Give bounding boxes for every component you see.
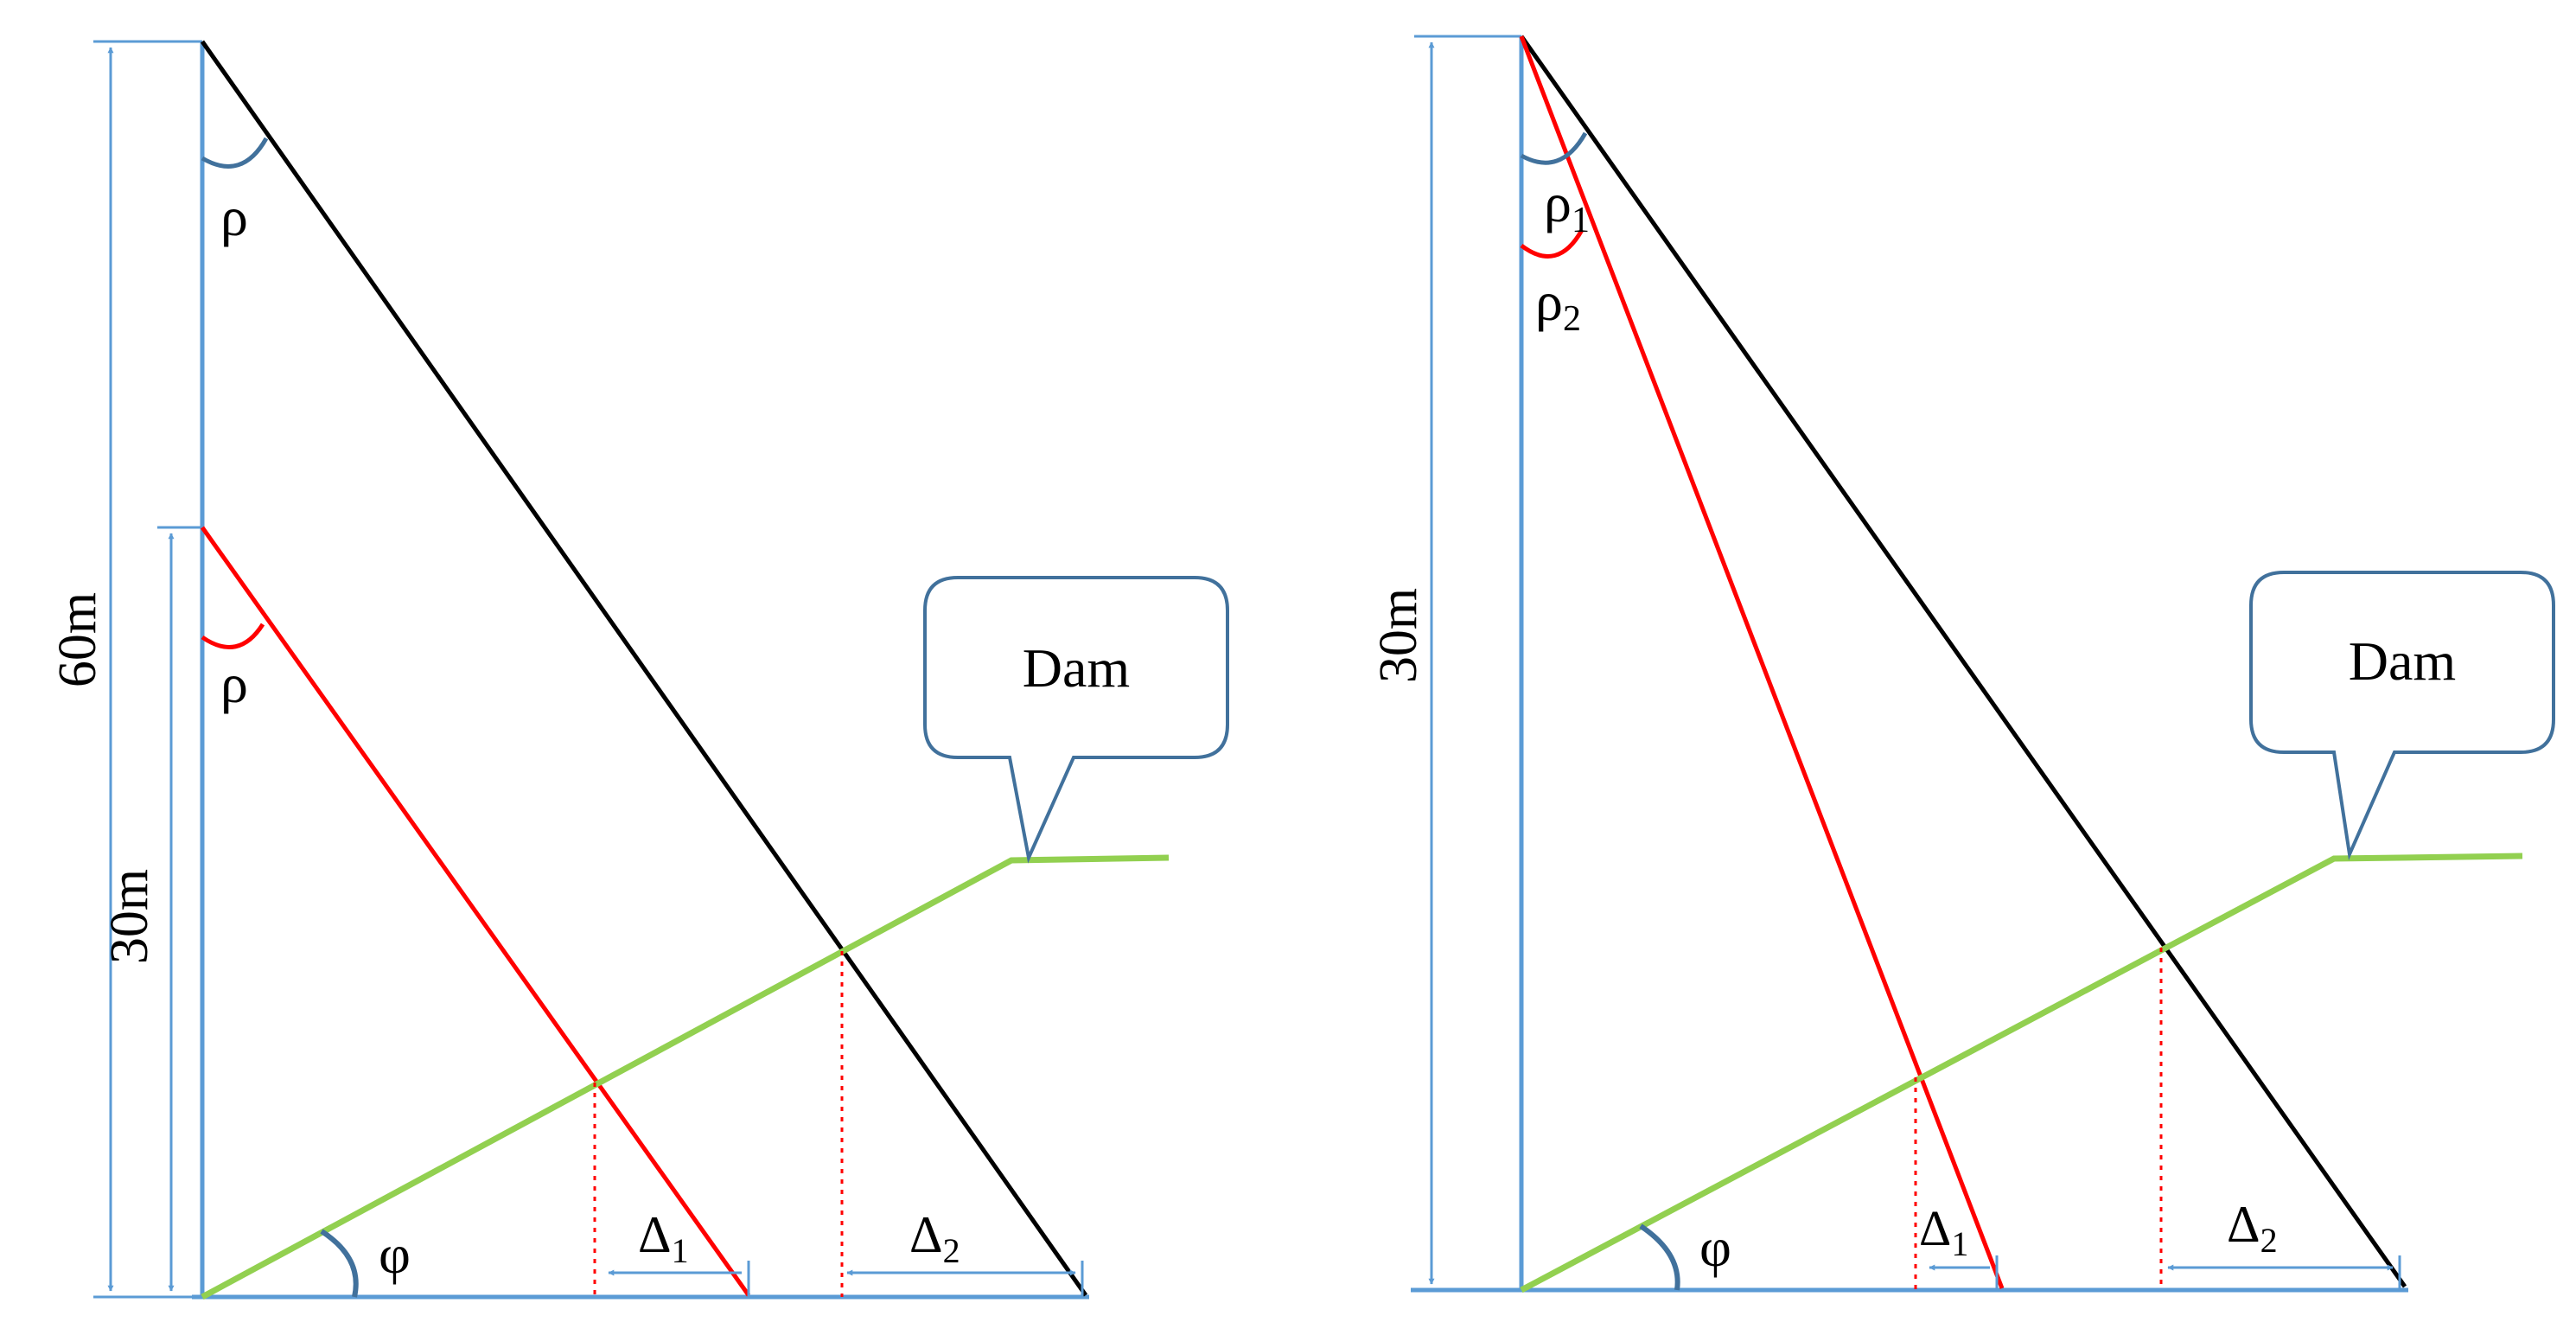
left-panel: 60m 30m ρ ρ φ Δ1 Δ2 Dam: [48, 40, 1229, 1300]
right-dam-callout: [2249, 571, 2555, 861]
left-phi-arc: [320, 1229, 359, 1298]
right-rho1-arc: [1520, 131, 1588, 165]
left-delta1-label: Δ1: [638, 1206, 689, 1270]
left-30m-label: 30m: [100, 869, 159, 964]
left-rho-arc-red: [201, 623, 265, 650]
left-dam-callout: [923, 576, 1229, 864]
right-rho1-label: ρ1: [1544, 172, 1590, 240]
left-rho-label-black: ρ: [220, 186, 248, 247]
right-rho2-label: ρ2: [1535, 271, 1581, 339]
left-red-ray: [200, 526, 751, 1297]
left-black-ray: [200, 40, 1088, 1297]
right-red-ray: [1519, 35, 2005, 1289]
right-rho2-arc: [1520, 228, 1584, 259]
left-delta2-label: Δ2: [909, 1206, 960, 1270]
right-phi-arc: [1639, 1223, 1680, 1291]
left-rho-arc-black: [201, 137, 269, 169]
right-delta2-label: Δ2: [2227, 1196, 2278, 1260]
right-30m-label: 30m: [1369, 588, 1428, 683]
right-dam-label: Dam: [2349, 630, 2456, 692]
left-60m-label: 60m: [48, 592, 107, 687]
left-slope-line: [201, 854, 1170, 1300]
right-black-ray: [1519, 35, 2407, 1288]
right-panel: 30m ρ1 ρ2 φ Δ1 Δ2 Dam: [1369, 35, 2555, 1293]
right-delta1-label: Δ1: [1919, 1200, 1968, 1263]
left-phi-label: φ: [379, 1223, 411, 1285]
right-slope-line: [1520, 853, 2523, 1293]
left-rho-label-red: ρ: [220, 653, 248, 714]
left-dam-label: Dam: [1023, 637, 1130, 699]
right-phi-label: φ: [1699, 1217, 1731, 1278]
